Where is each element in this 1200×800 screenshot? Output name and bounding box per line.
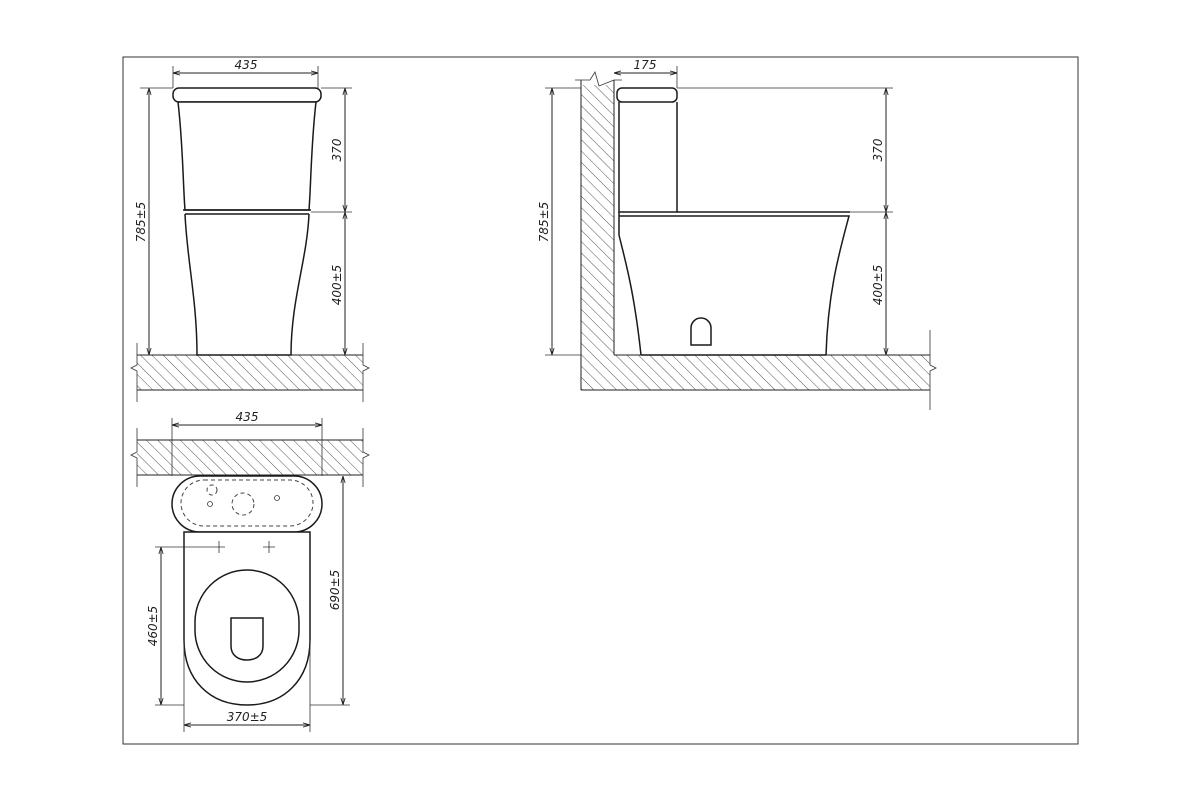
front-seat-height-label: 400±5 (330, 265, 344, 306)
front-view: 435 785±5 370 400±5 (130, 58, 370, 402)
front-tank-height-label: 370 (330, 138, 344, 161)
front-seat-height-dimension: 400±5 (330, 212, 345, 355)
drawing-frame (122, 56, 1079, 745)
side-view: 175 785±5 370 400±5 (537, 58, 937, 410)
side-toilet-outline (616, 87, 850, 356)
top-bowl-outline (183, 531, 311, 706)
side-tank-height-dimension: 370 (677, 87, 893, 213)
front-tank-height-dimension: 370 (311, 87, 352, 213)
top-bowl-width-label: 370±5 (227, 710, 268, 724)
side-seat-height-dimension: 400±5 (871, 212, 886, 355)
top-width-label: 435 (236, 410, 259, 424)
front-width-dimension: 435 (172, 58, 319, 88)
side-wall (575, 71, 622, 390)
front-toilet-outline (172, 87, 322, 356)
side-seat-height-label: 400±5 (871, 265, 885, 306)
top-length-label: 690±5 (328, 570, 342, 611)
side-wall-offset-dimension: 175 (614, 58, 678, 88)
side-total-height-label: 785±5 (537, 202, 551, 243)
side-floor (581, 330, 937, 410)
side-total-height-dimension: 785±5 (537, 87, 581, 356)
top-tank-outline (171, 475, 323, 533)
top-width-dimension: 435 (171, 410, 323, 476)
side-tank-height-label: 370 (871, 138, 885, 161)
top-bowl-width-dimension: 370±5 (183, 640, 311, 732)
front-total-height-label: 785±5 (134, 202, 148, 243)
side-wall-offset-label: 175 (634, 58, 657, 72)
top-wall (130, 428, 370, 487)
front-width-label: 435 (235, 58, 258, 72)
top-seat-offset-label: 460±5 (146, 606, 160, 647)
top-length-dimension: 690±5 (310, 476, 350, 706)
top-seat-offset-dimension: 460±5 (146, 546, 213, 706)
top-view: 435 690±5 460±5 370±5 (130, 410, 370, 732)
front-total-height-dimension: 785±5 (134, 87, 173, 355)
front-floor (130, 343, 370, 402)
